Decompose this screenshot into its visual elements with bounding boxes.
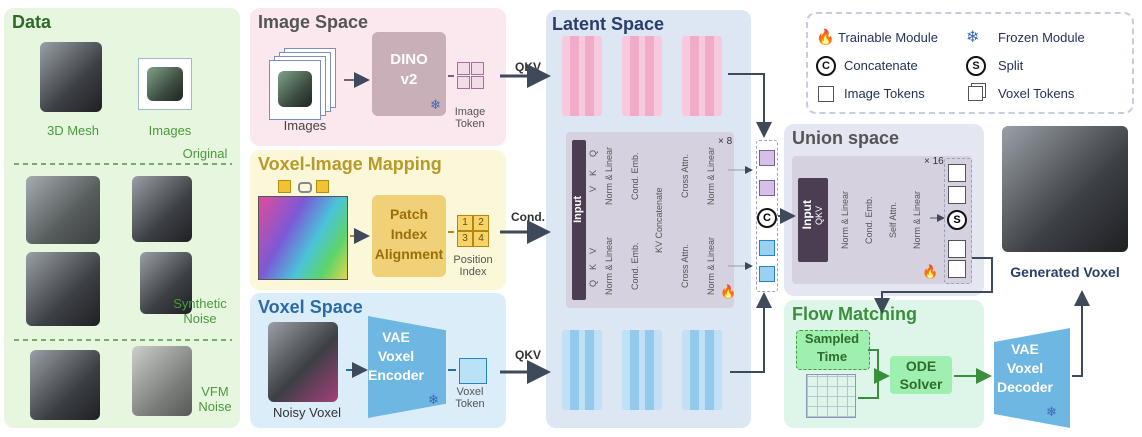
- original-label: Original: [182, 146, 228, 161]
- images-thumbnail: [138, 58, 192, 110]
- synthetic-noise-mesh-3: [26, 252, 100, 326]
- image-token-grid: [457, 62, 484, 89]
- ode-solver-label: ODE Solver: [899, 358, 943, 392]
- dino-module: [372, 32, 446, 116]
- union-multiplier: × 16: [924, 156, 944, 167]
- legend-image-tokens: Image Tokens: [844, 86, 925, 101]
- mesh-label: 3D Mesh: [46, 123, 100, 138]
- ode-solver-box: [890, 356, 952, 394]
- voxel-decoder: [994, 328, 1070, 428]
- mapping-connector: [278, 180, 329, 193]
- vfm-noise-mesh-2: [132, 346, 192, 416]
- synthetic-noise-label: Synthetic Noise: [173, 296, 227, 326]
- legend-voxel-token-icon: [968, 86, 983, 101]
- legend-split: Split: [998, 58, 1024, 73]
- legend-frozen: Frozen Module: [998, 30, 1085, 45]
- latent-multiplier: × 8: [718, 136, 733, 147]
- frozen-icon: ❄: [430, 97, 441, 112]
- trainable-icon: 🔥: [922, 264, 939, 279]
- concat-symbol: C: [757, 208, 777, 228]
- mapping-title: Voxel-Image Mapping: [258, 154, 442, 174]
- synthetic-noise-mesh-4: [140, 252, 192, 314]
- stack-image-token-2: [759, 180, 775, 196]
- frozen-icon: ❄: [428, 392, 439, 407]
- images-stack-label: Images: [283, 118, 327, 133]
- sampled-time-label: Sampled Time: [804, 331, 860, 364]
- sampled-time-box: [796, 330, 870, 370]
- data-title: Data: [12, 12, 52, 32]
- legend-voxel-tokens: Voxel Tokens: [998, 86, 1075, 101]
- dino-label: DINO v2: [390, 51, 428, 88]
- image-token-column-3: [682, 36, 722, 116]
- image-token-column-2: [622, 36, 662, 116]
- noise-voxel-grid: [806, 374, 856, 418]
- latent-space-title: Latent Space: [552, 14, 665, 34]
- voxel-decoder-label: VAE Voxel Decoder: [996, 341, 1054, 395]
- vfm-noise-label: VFM Noise: [198, 384, 232, 414]
- legend-trainable: Trainable Module: [838, 30, 938, 45]
- legend-fire-icon: 🔥: [816, 29, 835, 46]
- voxel-encoder: [368, 316, 446, 418]
- generated-voxel: [1002, 126, 1128, 252]
- image-space-title: Image Space: [258, 12, 369, 32]
- patch-alignment-label: Patch Index Alignment: [374, 206, 444, 262]
- mesh-object: [40, 42, 102, 112]
- stack-voxel-token-2: [759, 266, 775, 282]
- voxel-token-column-3: [682, 330, 722, 410]
- frozen-icon: ❄: [1046, 404, 1057, 419]
- split-symbol: S: [947, 210, 967, 230]
- voxel-token-label: Voxel Token: [455, 386, 485, 410]
- image-token-column-1: [562, 36, 602, 116]
- legend-concat-icon: C: [816, 56, 836, 76]
- image-token-label: Image Token: [454, 106, 486, 130]
- image-stack: [268, 48, 338, 120]
- legend-image-token-icon: [818, 86, 834, 102]
- token-stack: [756, 140, 778, 292]
- voxel-qkv-label: QKV: [514, 348, 541, 362]
- union-voxel-token-1: [948, 240, 966, 258]
- latent-input-bar: [572, 140, 586, 300]
- trainable-icon: 🔥: [720, 284, 737, 299]
- images-label: Images: [148, 123, 192, 138]
- latent-transformer-block: [566, 132, 734, 308]
- synthetic-noise-mesh-1: [26, 176, 100, 244]
- legend-concat: Concatenate: [844, 58, 918, 73]
- union-image-token-2: [948, 186, 966, 204]
- mapping-visual: [258, 196, 348, 280]
- union-image-token-1: [948, 164, 966, 182]
- position-index-grid: 1 2 3 4: [457, 215, 489, 247]
- legend-split-icon: S: [966, 56, 986, 76]
- generated-voxel-label: Generated Voxel: [1010, 264, 1120, 280]
- noisy-voxel-label: Noisy Voxel: [273, 405, 341, 420]
- legend-snow-icon: ❄: [966, 29, 980, 46]
- synthetic-noise-mesh-2: [132, 176, 192, 242]
- union-voxel-token-2: [948, 260, 966, 278]
- union-input-block: [798, 178, 828, 262]
- voxel-space-title: Voxel Space: [258, 297, 363, 317]
- position-index-label: Position Index: [453, 254, 493, 278]
- voxel-token-cube: [459, 358, 487, 384]
- patch-alignment-module: [372, 195, 446, 277]
- voxel-encoder-label: VAE Voxel Encoder: [367, 329, 424, 383]
- stack-image-token-1: [759, 150, 775, 166]
- stack-voxel-token-1: [759, 240, 775, 256]
- noisy-voxel: [268, 322, 338, 402]
- voxel-token-column-2: [622, 330, 662, 410]
- vfm-noise-mesh-1: [30, 350, 100, 420]
- voxel-token-column-1: [562, 330, 602, 410]
- union-space-title: Union space: [792, 128, 900, 148]
